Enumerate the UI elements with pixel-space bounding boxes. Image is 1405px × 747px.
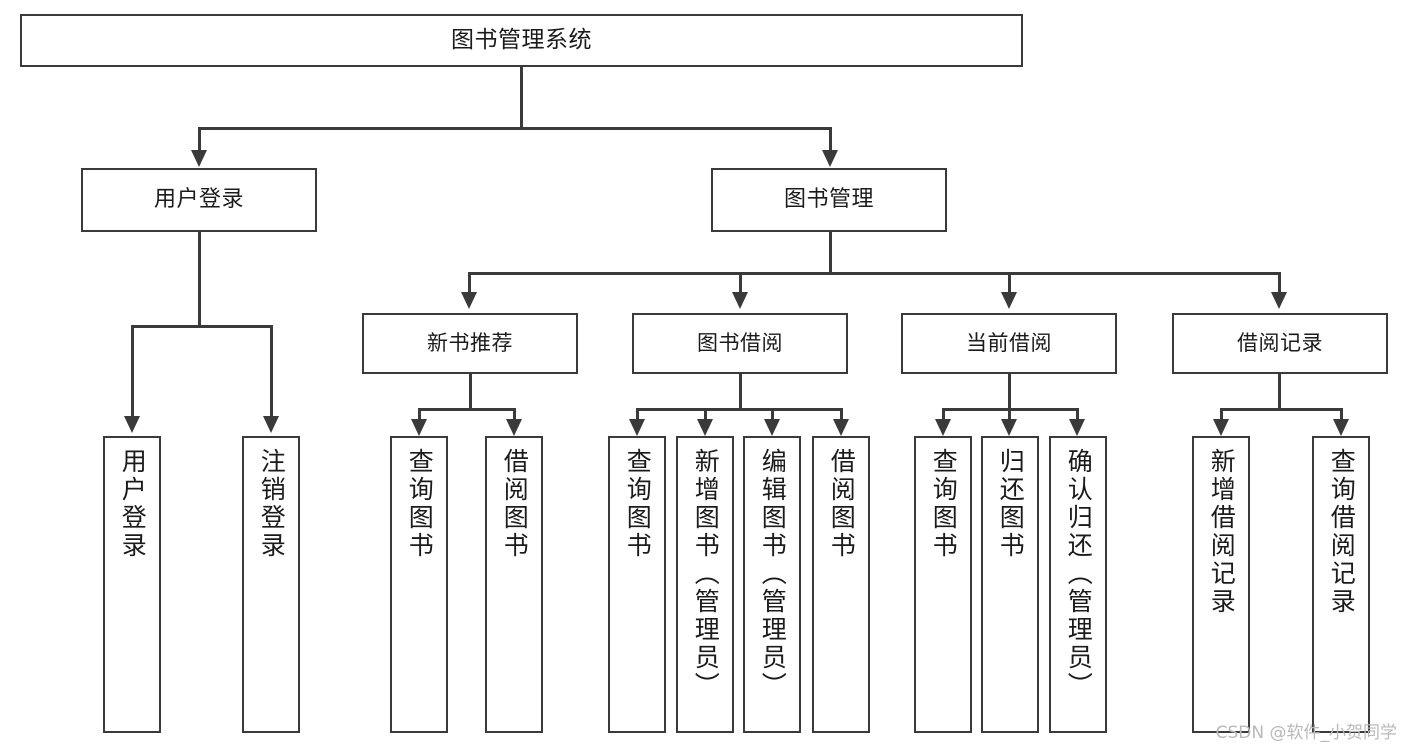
arrow-current-borrow-to-leaf-0 — [935, 419, 951, 436]
connector-new-book-recommend-to-leaf-1 — [513, 408, 516, 421]
connector-borrow-record-to-leaf-1 — [1340, 408, 1343, 421]
node-label: 用户登录 — [153, 187, 244, 213]
arrow-new-book-recommend-to-leaf-0 — [411, 419, 427, 436]
arrow-user-login-to-leaf-0 — [124, 416, 140, 433]
node-new-book-recommend[interactable]: 新书推荐 — [362, 313, 578, 374]
connector-root-to-user-login — [198, 127, 201, 152]
arrow-user-login-to-leaf-1 — [263, 416, 279, 433]
node-label: 借阅记录 — [1237, 331, 1323, 356]
node-label: 图书管理系统 — [451, 26, 592, 53]
arrow-current-borrow-to-leaf-1 — [1001, 419, 1017, 436]
connector-current-borrow-stem — [1008, 374, 1011, 410]
node-label: 借阅图书 — [827, 448, 857, 560]
connector-root-stem — [520, 67, 523, 129]
arrow-book-borrow-to-leaf-2 — [764, 419, 780, 436]
connector-borrow-record-to-leaf-0 — [1220, 408, 1223, 421]
connector-book-borrow-to-leaf-2 — [771, 408, 774, 421]
arrow-root-to-book-manage — [822, 150, 838, 167]
arrow-borrow-record-to-leaf-1 — [1333, 419, 1349, 436]
leaf-user-login-1[interactable]: 注销登录 — [242, 436, 300, 733]
node-label: 归还图书 — [996, 448, 1026, 560]
node-label: 查询借阅记录 — [1327, 448, 1357, 616]
leaf-current-borrow-0[interactable]: 查询图书 — [914, 436, 972, 733]
node-label: 编辑图书（管理员） — [758, 448, 788, 700]
leaf-current-borrow-2[interactable]: 确认归还（管理员） — [1049, 436, 1107, 733]
connector-book-management-bus — [468, 272, 1280, 275]
connector-borrow-record-bus — [1220, 408, 1342, 411]
arrow-book-management-to-l3-1 — [732, 292, 748, 309]
node-label: 当前借阅 — [966, 331, 1052, 356]
leaf-book-borrow-0[interactable]: 查询图书 — [608, 436, 666, 733]
node-book-management[interactable]: 图书管理 — [711, 168, 947, 232]
arrow-book-borrow-to-leaf-3 — [833, 419, 849, 436]
connector-new-book-recommend-stem — [469, 374, 472, 410]
connector-current-borrow-to-leaf-1 — [1008, 408, 1011, 421]
leaf-book-borrow-1[interactable]: 新增图书（管理员） — [676, 436, 734, 733]
node-book-borrow[interactable]: 图书借阅 — [632, 313, 848, 374]
watermark: CSDN @软件_小贺同学 — [1215, 723, 1397, 743]
node-label: 新书推荐 — [427, 331, 513, 356]
leaf-book-borrow-2[interactable]: 编辑图书（管理员） — [743, 436, 801, 733]
connector-book-borrow-bus — [636, 408, 842, 411]
leaf-borrow-record-1[interactable]: 查询借阅记录 — [1312, 436, 1370, 733]
connector-book-borrow-stem — [739, 374, 742, 410]
arrow-book-management-to-l3-2 — [1001, 292, 1017, 309]
node-user-login[interactable]: 用户登录 — [81, 168, 317, 232]
connector-user-login-to-leaf-0 — [131, 325, 134, 418]
leaf-new-book-recommend-0[interactable]: 查询图书 — [390, 436, 448, 733]
connector-book-borrow-to-leaf-3 — [840, 408, 843, 421]
connector-book-management-to-l3-0 — [468, 272, 471, 294]
connector-new-book-recommend-to-leaf-0 — [418, 408, 421, 421]
connector-book-management-to-l3-1 — [739, 272, 742, 294]
node-label: 查询图书 — [405, 448, 435, 560]
node-label: 确认归还（管理员） — [1064, 448, 1094, 700]
connector-root-bus — [198, 127, 832, 130]
connector-borrow-record-stem — [1278, 374, 1281, 410]
node-borrow-record[interactable]: 借阅记录 — [1172, 313, 1388, 374]
arrow-root-to-user-login — [191, 150, 207, 167]
arrow-book-management-to-l3-3 — [1271, 292, 1287, 309]
node-label: 借阅图书 — [500, 448, 530, 560]
connector-user-login-bus — [131, 325, 272, 328]
node-label: 注销登录 — [257, 448, 287, 560]
leaf-borrow-record-0[interactable]: 新增借阅记录 — [1192, 436, 1250, 733]
leaf-book-borrow-3[interactable]: 借阅图书 — [812, 436, 870, 733]
node-label: 图书借阅 — [697, 331, 783, 356]
connector-book-management-to-l3-2 — [1008, 272, 1011, 294]
arrow-borrow-record-to-leaf-0 — [1213, 419, 1229, 436]
leaf-current-borrow-1[interactable]: 归还图书 — [981, 436, 1039, 733]
connector-user-login-to-leaf-1 — [270, 325, 273, 418]
node-label: 新增图书（管理员） — [691, 448, 721, 700]
arrow-current-borrow-to-leaf-2 — [1069, 419, 1085, 436]
leaf-new-book-recommend-1[interactable]: 借阅图书 — [485, 436, 543, 733]
node-label: 图书管理 — [783, 187, 874, 213]
leaf-user-login-0[interactable]: 用户登录 — [103, 436, 161, 733]
node-label: 用户登录 — [118, 448, 148, 560]
node-label: 查询图书 — [929, 448, 959, 560]
connector-user-login-stem — [198, 232, 201, 327]
arrow-book-management-to-l3-0 — [461, 292, 477, 309]
arrow-new-book-recommend-to-leaf-1 — [506, 419, 522, 436]
connector-current-borrow-to-leaf-2 — [1076, 408, 1079, 421]
arrow-book-borrow-to-leaf-1 — [697, 419, 713, 436]
node-label: 查询图书 — [623, 448, 653, 560]
node-root-system[interactable]: 图书管理系统 — [20, 14, 1023, 67]
arrow-book-borrow-to-leaf-0 — [629, 419, 645, 436]
connector-book-management-to-l3-3 — [1278, 272, 1281, 294]
connector-new-book-recommend-bus — [418, 408, 516, 411]
node-current-borrow[interactable]: 当前借阅 — [901, 313, 1117, 374]
connector-book-borrow-to-leaf-0 — [636, 408, 639, 421]
connector-book-management-stem — [829, 232, 832, 274]
connector-current-borrow-to-leaf-0 — [942, 408, 945, 421]
connector-root-to-book-manage — [829, 127, 832, 152]
node-label: 新增借阅记录 — [1207, 448, 1237, 616]
connector-book-borrow-to-leaf-1 — [704, 408, 707, 421]
